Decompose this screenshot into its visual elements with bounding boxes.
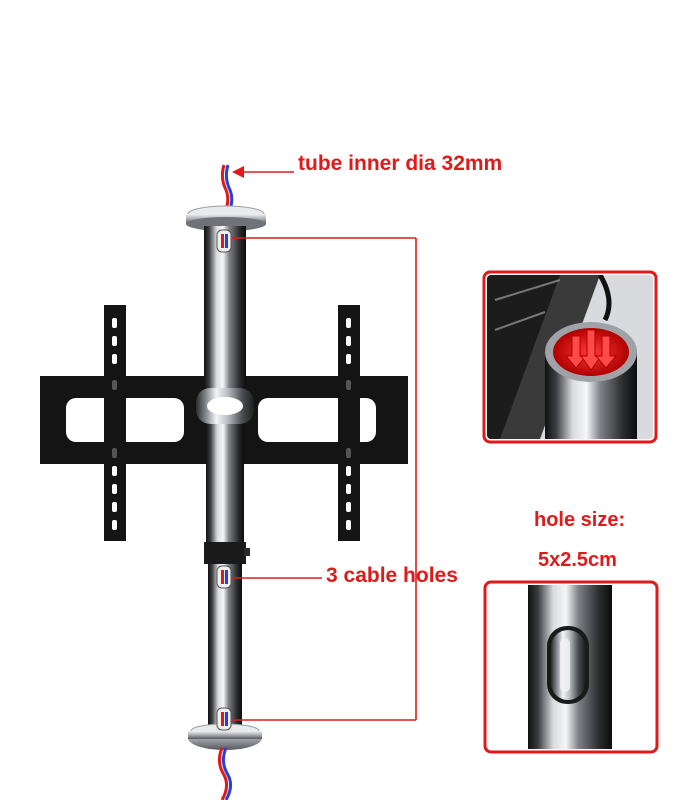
cable-holes-label: 3 cable holes: [326, 564, 458, 587]
callout-lines: [232, 171, 417, 721]
inset-hole-closeup: [483, 580, 659, 754]
inset-tube-closeup: [482, 270, 658, 444]
tube-diameter-label: tube inner dia 32mm: [298, 152, 503, 175]
top-wires: [220, 164, 234, 213]
height-clamp: [204, 542, 246, 564]
bottom-wires: [217, 747, 233, 800]
lowest-tube: [208, 564, 242, 726]
cable-hole-bottom: [216, 707, 232, 731]
bottom-floor-plate: [188, 723, 262, 750]
lower-tube: [206, 424, 244, 552]
arrow-head-icon: [232, 166, 244, 178]
hole-size-value: 5x2.5cm: [538, 549, 617, 571]
tube-collar: [196, 388, 254, 424]
cable-hole-middle: [216, 565, 232, 589]
hole-size-label: hole size:: [534, 509, 626, 531]
cable-hole-top: [216, 229, 232, 253]
upper-tube: [204, 226, 246, 388]
